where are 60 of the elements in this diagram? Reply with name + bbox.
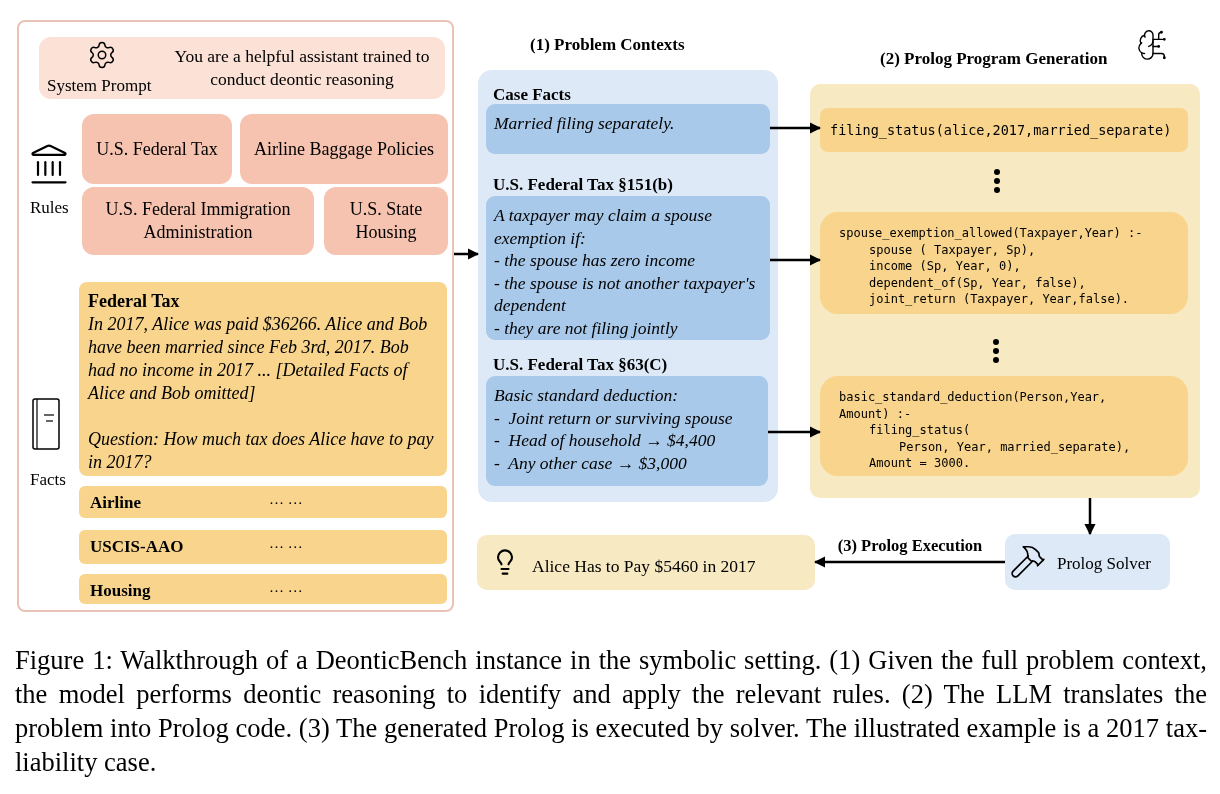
code-line: spouse_exemption_allowed(Taxpayer,Year) :- <box>839 225 1144 242</box>
context-text: Married filing separately. <box>494 112 676 135</box>
code-line: Amount = 3000. <box>868 455 972 472</box>
panel <box>17 20 454 612</box>
prompt-text: You are a helpful assistant trained to conduct deontic reasoning <box>173 45 431 91</box>
code-box <box>820 376 1188 476</box>
code-line: joint_return (Taxpayer, Year,false). <box>868 291 1131 308</box>
caption: Figure 1: Walkthrough of a DeonticBench instance in the symbolic setting. (1) Given the full problem context, the model performs deontic reasoning to identify and apply the relevant rules. (2) The LLM translates the problem into Prolog code. (3) The generated Prolog is executed by solver. The illustrated example is a 2017 tax-liability case. <box>15 644 1207 779</box>
fact-card <box>79 530 447 564</box>
arrow <box>813 556 1005 568</box>
question-text: Question: How much tax does Alice have to pay in 2017? <box>88 428 435 474</box>
result-text: Alice Has to Pay $5460 in 2017 <box>532 555 756 578</box>
section-heading: (2) Prolog Program Generation <box>880 48 1108 70</box>
code-line: Person, Year, married_separate), <box>898 438 1132 455</box>
solver-box <box>1005 534 1170 590</box>
fact-heading: Airline <box>90 492 141 514</box>
fact-heading: Housing <box>90 580 151 602</box>
solver-label: Prolog Solver <box>1057 553 1151 575</box>
result-box <box>477 535 815 590</box>
context-text: - Head of household → $4,400 <box>494 429 717 452</box>
arrow <box>770 254 822 266</box>
code-box <box>820 212 1188 314</box>
ellipsis-text: … … <box>269 534 303 553</box>
fact-card <box>79 574 447 604</box>
section-heading: Case Facts <box>493 84 571 106</box>
context-text: A taxpayer may claim a spouse exemption if: <box>494 204 713 249</box>
context-text: - the spouse is not another taxpayer's dependent <box>494 271 757 317</box>
rule-name: U.S. Federal Immigration Administration <box>104 198 292 244</box>
icon-label: Rules <box>30 197 69 219</box>
rule-name: U.S. Federal Tax <box>95 137 219 161</box>
section-heading: (1) Problem Contexts <box>530 34 685 56</box>
code-text: filing_status(alice,2017,married_separate) <box>830 121 1172 141</box>
context-text: - Joint return or surviving spouse <box>494 406 734 429</box>
code-line: filing_status( <box>868 422 972 439</box>
prompt-box <box>39 37 445 99</box>
rule-name: Airline Baggage Policies <box>253 137 435 161</box>
arrow <box>770 122 822 134</box>
context-text: Basic standard deduction: <box>494 384 680 407</box>
fact-text: In 2017, Alice was paid $36266. Alice and Bob have been married since Feb 3rd, 2017. Bob had no income in 2017 ... [Detailed Facts of Alice and Bob omitted] <box>88 313 429 405</box>
code-line: spouse ( Taxpayer, Sp), <box>868 241 1037 258</box>
fact-heading: Federal Tax <box>88 290 181 313</box>
prompt-label: System Prompt <box>47 75 152 97</box>
fact-card <box>79 282 447 476</box>
rule-name: U.S. State Housing <box>348 198 424 244</box>
context-text: - they are not filing jointly <box>494 316 679 339</box>
arrow <box>1084 498 1096 536</box>
code-line: dependent_of(Sp, Year, false), <box>868 274 1087 291</box>
code-line: income (Sp, Year, 0), <box>868 258 1022 275</box>
fact-card <box>79 486 447 518</box>
section-heading: U.S. Federal Tax §151(b) <box>493 174 673 196</box>
fact-heading: USCIS-AAO <box>90 536 184 558</box>
icon-label: Facts <box>30 469 66 491</box>
ellipsis-text: … … <box>269 578 303 597</box>
code-box <box>820 108 1188 152</box>
context-text: - Any other case → $3,000 <box>494 451 688 474</box>
section-heading: U.S. Federal Tax §63(C) <box>493 354 668 376</box>
arrow <box>454 248 480 260</box>
arrow <box>768 426 822 438</box>
context-text: - the spouse has zero income <box>494 249 697 272</box>
ellipsis-text: … … <box>269 490 303 509</box>
